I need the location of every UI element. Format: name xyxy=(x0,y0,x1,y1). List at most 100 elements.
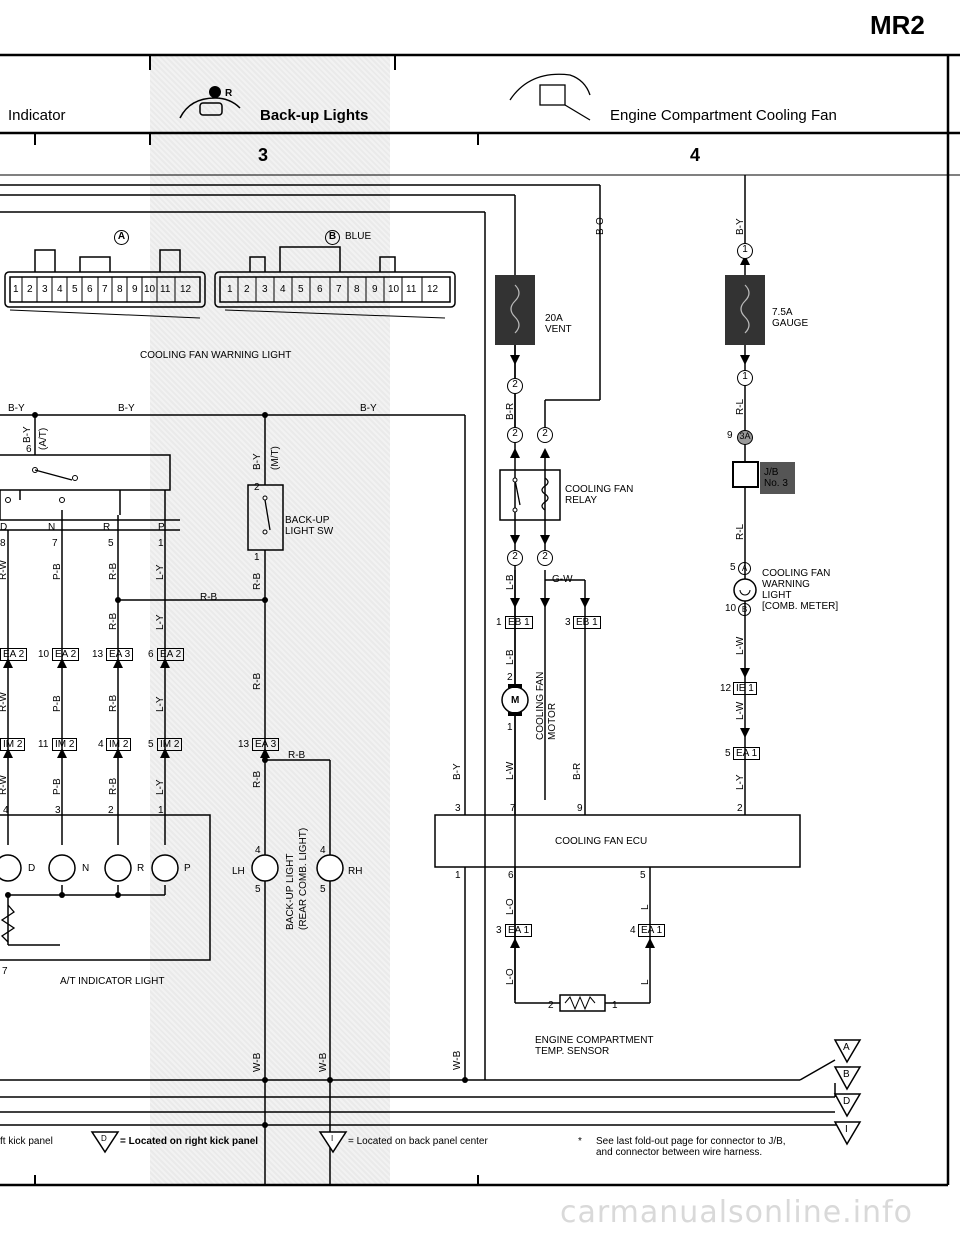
wire-ly-5: L-Y xyxy=(735,774,746,790)
wire-by-mt: B-Y xyxy=(252,453,263,470)
wire-ly-3: L-Y xyxy=(155,696,166,712)
backup-light-1: BACK-UP LIGHT xyxy=(285,853,296,931)
ground-b: B xyxy=(843,1069,850,1080)
footer-star: * xyxy=(578,1136,582,1147)
jb-label-2: No. 3 xyxy=(764,478,788,489)
page-code: MR2 xyxy=(870,10,925,40)
sensor-label-2: TEMP. SENSOR xyxy=(535,1046,610,1057)
pin-a12: 12 xyxy=(180,284,192,295)
pin-10-wl: 10 xyxy=(725,603,737,614)
wire-mt: (M/T) xyxy=(270,446,281,470)
pin-b1: 1 xyxy=(227,284,233,295)
wire-ly-2: L-Y xyxy=(155,614,166,630)
pin-a8: 8 xyxy=(117,284,123,295)
conn-2-c: 2 xyxy=(507,550,523,566)
bulb-r: R xyxy=(137,863,145,874)
pin-5-wl: 5 xyxy=(730,562,736,573)
tag-ea1-top: EA 1 xyxy=(733,747,761,760)
footer-d-glyph: D xyxy=(101,1134,107,1143)
pin-a9: 9 xyxy=(132,284,138,295)
pin-1: 1 xyxy=(158,538,164,549)
bulb-p: P xyxy=(184,863,191,874)
pin-5: 5 xyxy=(108,538,114,549)
cfwl-1: COOLING FAN xyxy=(762,568,831,579)
lh-label: LH xyxy=(232,866,245,877)
footer-d-note: = Located on right kick panel xyxy=(120,1136,259,1147)
conn-1-mid: 1 xyxy=(737,370,753,386)
pos-p: P xyxy=(158,522,165,533)
ground-a: A xyxy=(843,1042,850,1053)
wire-l-1: L xyxy=(640,904,651,910)
jb-label-1: J/B xyxy=(764,467,779,478)
pin-1-eb: 1 xyxy=(496,617,502,628)
pin-3-eb: 3 xyxy=(565,617,571,628)
pin-a6: 6 xyxy=(87,284,93,295)
pin-b10: 10 xyxy=(388,284,400,295)
tag-ea3: EA 3 xyxy=(106,648,134,661)
wire-at: (A/T) xyxy=(38,427,49,450)
connector-a-mark: A xyxy=(114,230,129,245)
relay-label-1: COOLING FAN xyxy=(565,484,634,495)
tag-ea2-left: EA 2 xyxy=(0,648,28,661)
wire-gw: G-W xyxy=(552,574,573,585)
pin-13: 13 xyxy=(92,649,104,660)
wire-rb-6: R-B xyxy=(252,770,263,788)
pin-1-motor: 1 xyxy=(507,722,513,733)
wire-rb-5: R-B xyxy=(108,777,119,795)
pin-9-jb: 9 xyxy=(727,430,733,441)
backup-shading xyxy=(150,55,390,1185)
wire-pb-2: P-B xyxy=(52,695,63,712)
pin-5-rh: 5 xyxy=(320,884,326,895)
pin-12-ie: 12 xyxy=(720,683,732,694)
pin-b5: 5 xyxy=(298,284,304,295)
pin-13b: 13 xyxy=(238,739,250,750)
fan-icon xyxy=(505,65,595,125)
tag-ea2-mid: EA 2 xyxy=(52,648,80,661)
wire-ly-4: L-Y xyxy=(155,779,166,795)
pin-b7: 7 xyxy=(336,284,342,295)
tag-ea2-right: EA 2 xyxy=(157,648,185,661)
wire-rb-3: R-B xyxy=(108,694,119,712)
pin-b8: 8 xyxy=(354,284,360,295)
backup-light-2: (REAR COMB. LIGHT) xyxy=(298,827,309,930)
pin-3-ea: 3 xyxy=(496,925,502,936)
relay-label-2: RELAY xyxy=(565,495,598,506)
pin-8: 8 xyxy=(0,538,6,549)
connector-b-mark: B xyxy=(325,230,340,245)
ecu-pin-9: 9 xyxy=(577,803,583,814)
wire-wb-2: W-B xyxy=(318,1052,329,1072)
pin-b2: 2 xyxy=(244,284,250,295)
wire-rw-1: R-W xyxy=(0,560,9,580)
wire-ly-1: L-Y xyxy=(155,564,166,580)
ecu-pin-6: 6 xyxy=(508,870,514,881)
footer-i-note: = Located on back panel center xyxy=(348,1136,488,1147)
fuse-20a: 20A xyxy=(545,313,563,324)
pin-4-rh: 4 xyxy=(320,845,326,856)
sensor-pin-2: 2 xyxy=(548,1000,554,1011)
wire-rb-sw: R-B xyxy=(252,572,263,590)
fuse-75a: 7.5A xyxy=(772,307,793,318)
footer-kick-left: ft kick panel xyxy=(0,1136,53,1147)
pin-4-ea: 4 xyxy=(630,925,636,936)
motor-label-1: COOLING FAN xyxy=(535,671,546,740)
wire-by-3: B-Y xyxy=(360,403,377,414)
pin-7: 7 xyxy=(52,538,58,549)
conn-2-d: 2 xyxy=(537,550,553,566)
wl-conn-b: B xyxy=(738,603,751,616)
wire-rw-3: R-W xyxy=(0,775,9,795)
pin-5b: 5 xyxy=(148,739,154,750)
wire-by-at: B-Y xyxy=(22,426,33,443)
tag-ea1-l: EA 1 xyxy=(505,924,533,937)
footer-see-2: and connector between wire harness. xyxy=(596,1147,763,1158)
pin-a10: 10 xyxy=(144,284,156,295)
wire-by-1: B-Y xyxy=(8,403,25,414)
wire-rl-1: R-L xyxy=(735,398,746,415)
pin-a5: 5 xyxy=(72,284,78,295)
wire-wb-1: W-B xyxy=(252,1052,263,1072)
pin-4: 4 xyxy=(98,739,104,750)
cfwl-4: [COMB. METER] xyxy=(762,601,839,612)
column-3: 3 xyxy=(258,145,269,165)
header-indicator: Indicator xyxy=(8,107,66,124)
warning-light-caption: COOLING FAN WARNING LIGHT xyxy=(140,350,292,361)
